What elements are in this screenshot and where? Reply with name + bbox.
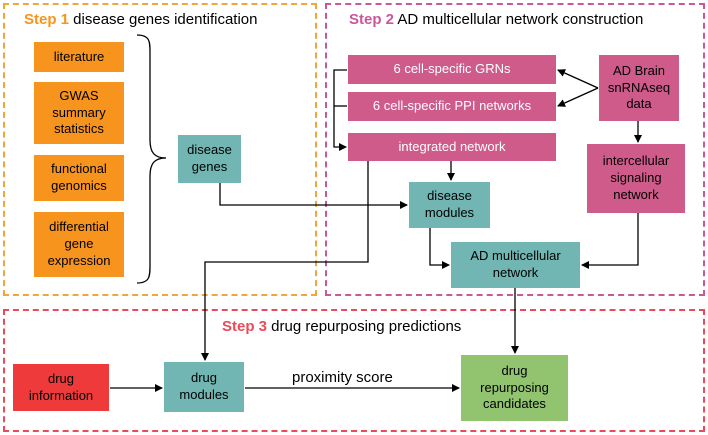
arrow-disease-modules-ad <box>429 228 450 269</box>
candidates-node: drug repurposing candidates <box>461 355 568 421</box>
drug-modules-node: drug modules <box>164 362 244 412</box>
ad-network-node: AD multicellular network <box>451 242 580 288</box>
proximity-score-label: proximity score <box>292 369 393 386</box>
source-differential-expression: differential gene expression <box>34 212 124 277</box>
step1-label: Step 1 <box>24 11 70 28</box>
step3-label: Step 3 <box>222 318 268 335</box>
intercellular-node: intercellular signaling network <box>587 144 685 213</box>
step2-title: Step 2 AD multicellular network construc… <box>349 11 643 28</box>
grns-node: 6 cell-specific GRNs <box>348 55 556 84</box>
arrow-integrated-drug-modules <box>201 161 369 361</box>
arrow-genes-disease-modules <box>219 183 408 209</box>
arrow-snrnaseq-ppi <box>557 87 599 107</box>
snrnaseq-node: AD Brain snRNAseq data <box>599 55 679 121</box>
step3-title: Step 3 drug repurposing predictions <box>222 318 461 335</box>
step2-label: Step 2 <box>349 11 395 28</box>
disease-modules-node: disease modules <box>409 182 490 228</box>
source-functional-genomics: functional genomics <box>34 155 124 201</box>
step2-text: AD multicellular network construction <box>394 11 644 28</box>
drug-information-node: drug information <box>13 364 109 411</box>
disease-genes-node: disease genes <box>178 135 241 183</box>
step3-text: drug repurposing predictions <box>267 318 462 335</box>
integrated-network-node: integrated network <box>348 133 556 161</box>
step1-text: disease genes identification <box>69 11 258 28</box>
arrow-intercellular-ad <box>581 213 639 269</box>
step3-panel <box>3 309 705 432</box>
step1-panel <box>3 3 317 296</box>
arrow-snrnaseq-grns <box>557 69 599 89</box>
step1-title: Step 1 disease genes identification <box>24 11 257 28</box>
source-literature: literature <box>34 42 124 72</box>
source-gwas: GWAS summary statistics <box>34 82 124 144</box>
ppi-node: 6 cell-specific PPI networks <box>348 92 556 121</box>
arrow-grns-integrated <box>333 69 347 151</box>
